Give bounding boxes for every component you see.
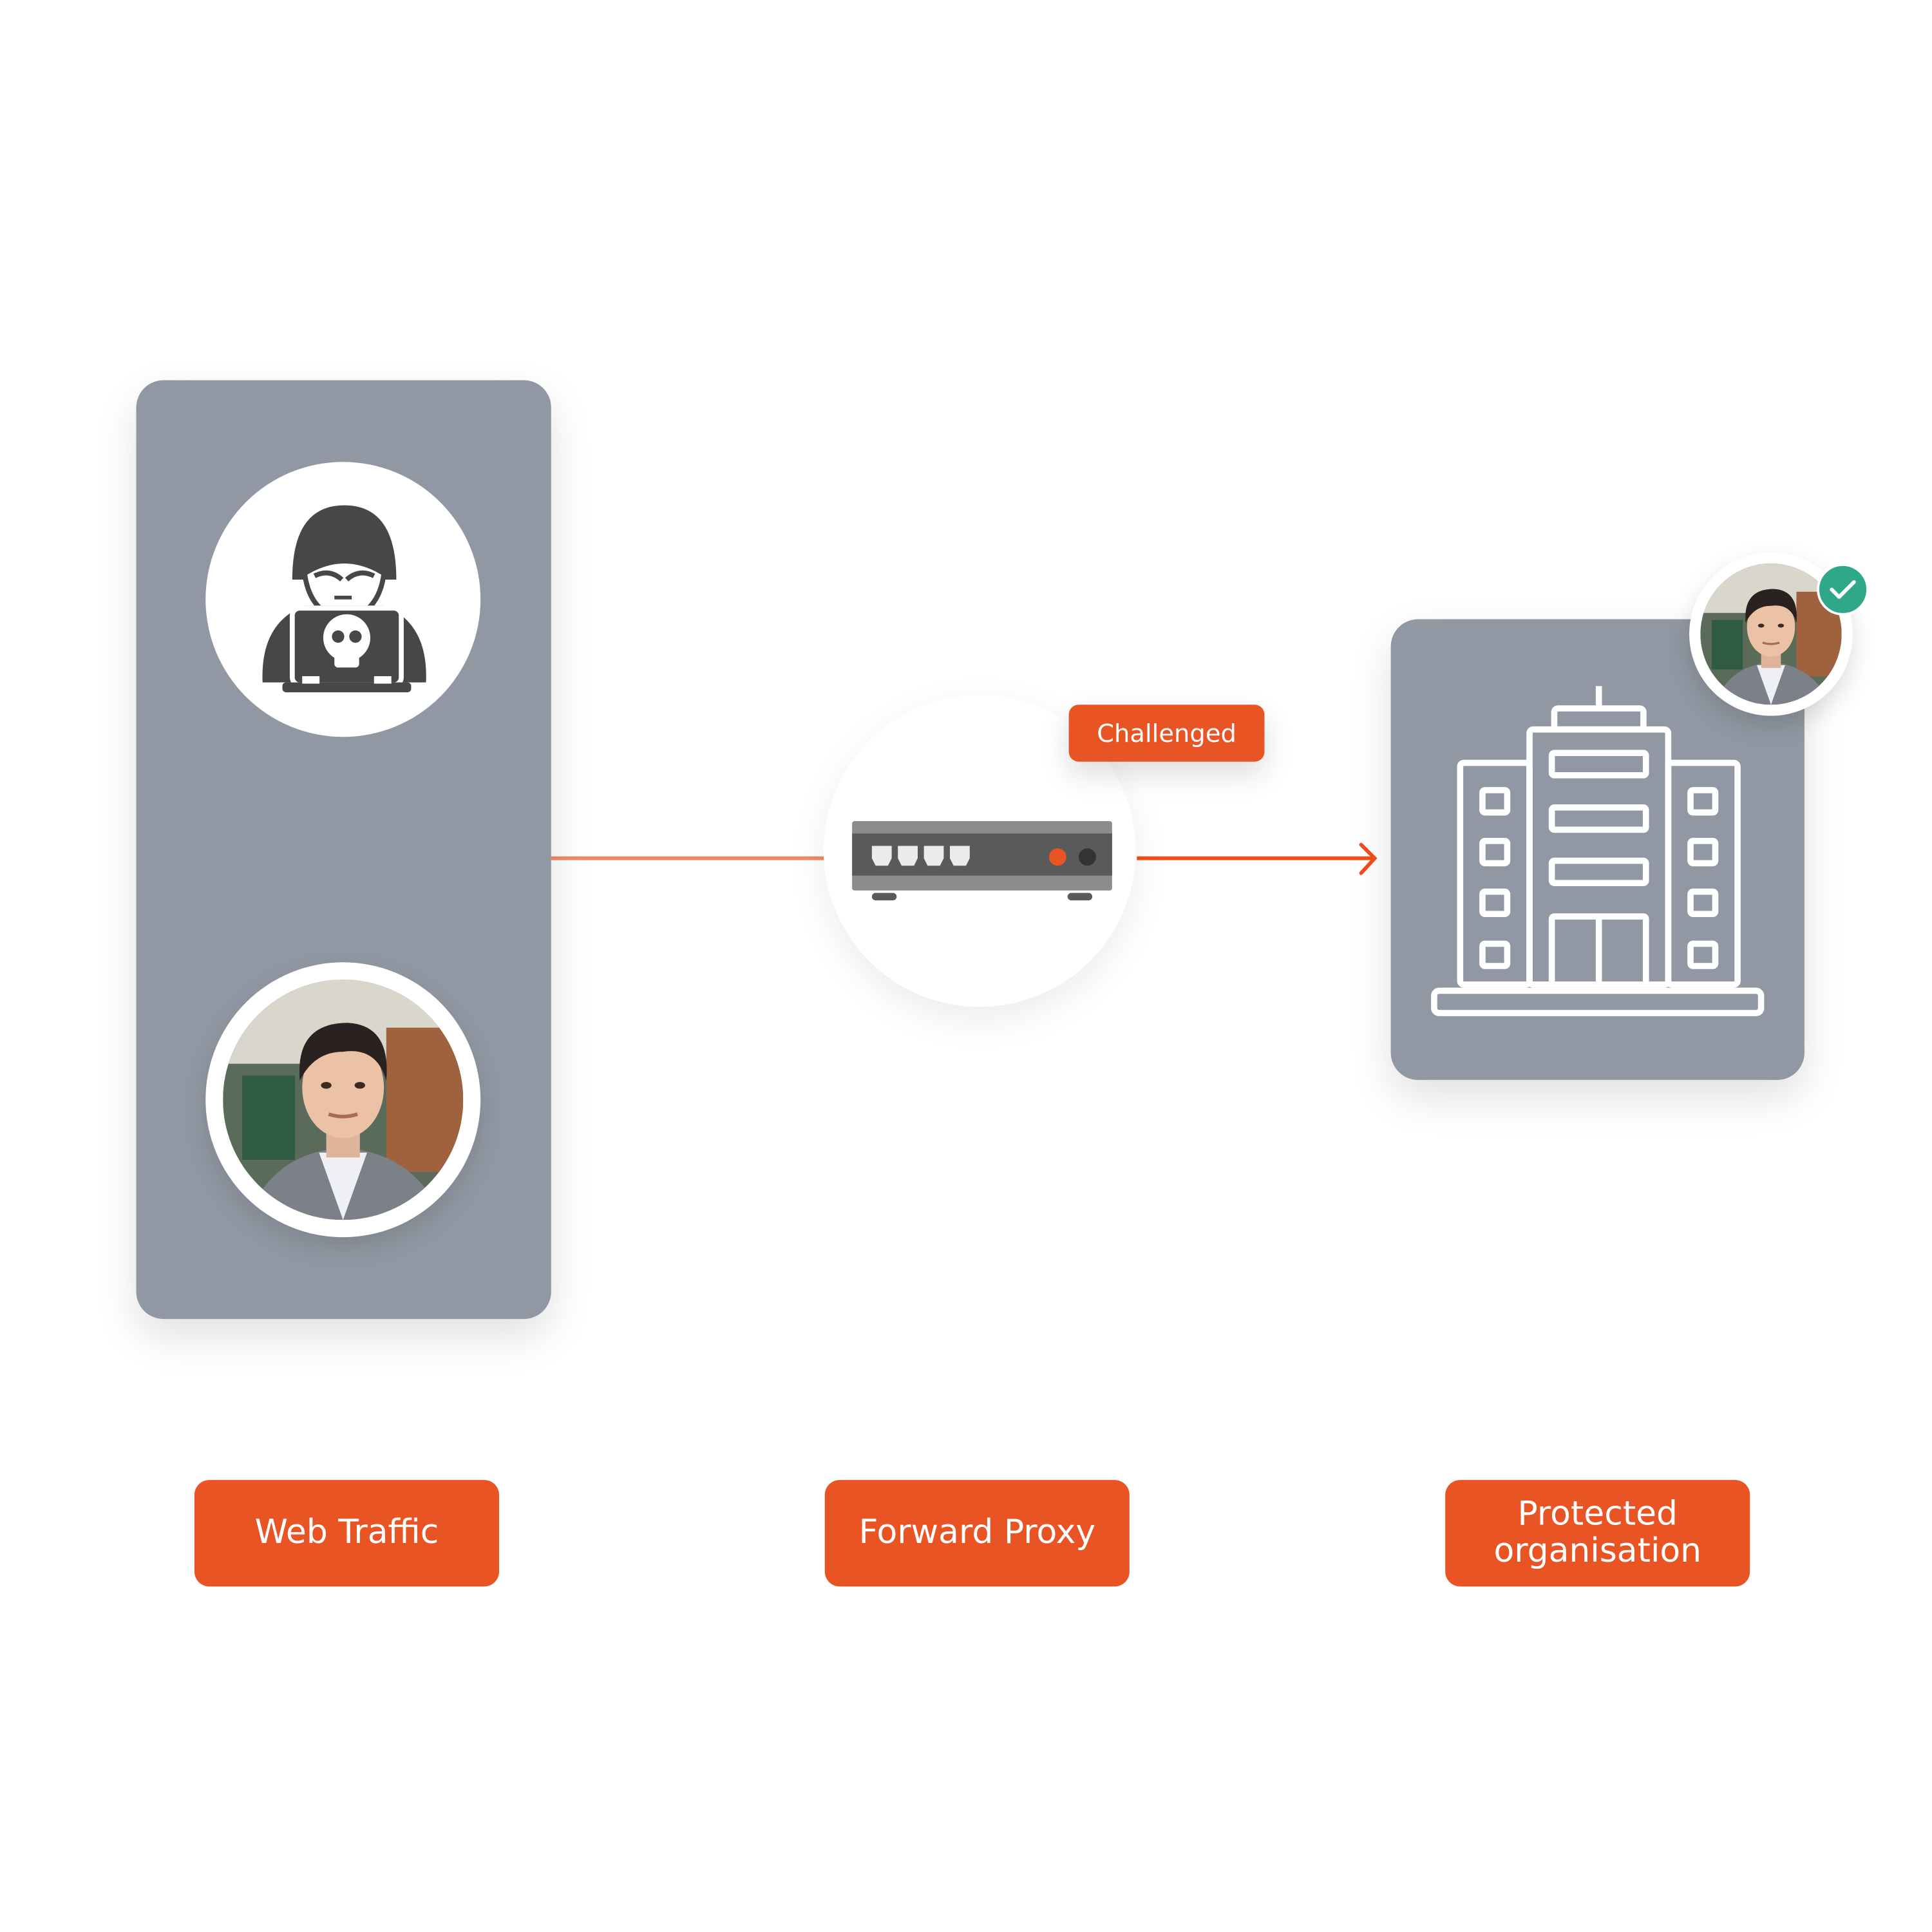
user-avatar (205, 962, 481, 1238)
router-icon (852, 821, 1112, 901)
forward-proxy-label: Forward Proxy (824, 1480, 1130, 1587)
verified-check-icon (1817, 564, 1869, 616)
challenged-badge: Challenged (1068, 705, 1265, 762)
web-traffic-panel (136, 380, 551, 1320)
hacker-icon (262, 505, 426, 693)
web-traffic-label: Web Traffic (194, 1480, 500, 1587)
protected-org-label: Protected organisation (1445, 1480, 1750, 1587)
hacker-avatar (205, 462, 481, 737)
building-icon (1431, 686, 1765, 1016)
user-photo (223, 980, 463, 1220)
arrow-head-icon (1359, 842, 1378, 875)
